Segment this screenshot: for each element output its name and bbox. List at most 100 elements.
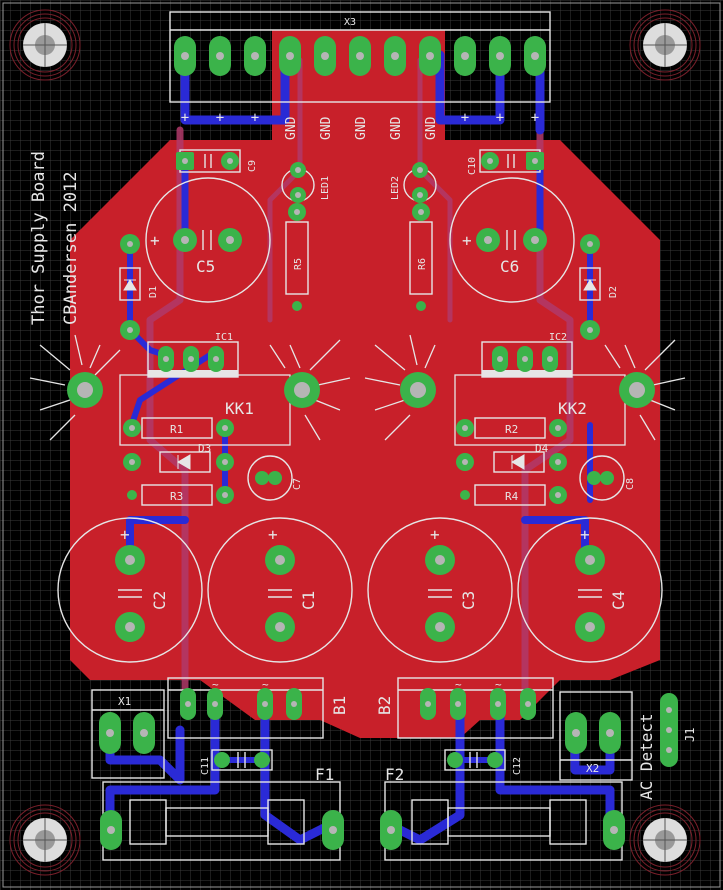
svg-text:IC1: IC1 [215, 332, 233, 343]
capacitor-c12: C12 [444, 749, 523, 775]
svg-text:~: ~ [212, 678, 219, 691]
fuse-f1: F1 [100, 765, 344, 861]
svg-text:F1: F1 [315, 765, 334, 784]
svg-text:+: + [120, 525, 130, 544]
connector-x1: X1 [91, 689, 165, 779]
svg-text:C1: C1 [299, 591, 318, 610]
svg-text:+: + [462, 231, 472, 250]
svg-text:GND: GND [424, 116, 439, 140]
svg-text:GND: GND [389, 116, 404, 140]
svg-text:C10: C10 [467, 157, 478, 175]
label-x3: X3 [344, 17, 356, 28]
svg-text:+: + [268, 525, 278, 544]
resistor-r2: R2 [456, 417, 567, 439]
gnd-labels: GND GND GND GND GND [284, 116, 439, 140]
copper-pour [70, 30, 660, 738]
svg-text:~: ~ [262, 678, 269, 691]
led1: LED1 [281, 162, 331, 203]
svg-text:+: + [181, 110, 189, 126]
fuse-f2: F2 [380, 765, 625, 861]
svg-text:R5: R5 [293, 258, 304, 270]
resistor-r6: R6 [409, 203, 433, 311]
svg-text:C9: C9 [247, 160, 258, 172]
mounting-hole-top-left [9, 9, 81, 81]
resistor-r3: R3 [127, 484, 234, 506]
regulator-ic2: IC2 [481, 332, 573, 378]
svg-text:IC2: IC2 [549, 332, 567, 343]
svg-text:LED2: LED2 [390, 176, 401, 200]
plus-markers: + + + + + + [181, 110, 539, 126]
label-ac-detect: AC Detect [637, 713, 656, 800]
svg-text:KK1: KK1 [225, 399, 254, 418]
heatsink-kk2: KK2 [364, 334, 686, 446]
connector-x2: X2 [559, 691, 633, 781]
led2: LED2 [390, 162, 437, 203]
svg-text:GND: GND [284, 116, 299, 140]
svg-text:+: + [461, 110, 469, 126]
diode-d3: D3 [123, 442, 234, 473]
mounting-holes [9, 9, 701, 876]
svg-text:C11: C11 [200, 757, 211, 775]
resistor-r1: R1 [123, 417, 234, 439]
svg-text:GND: GND [319, 116, 334, 140]
svg-text:C5: C5 [196, 257, 215, 276]
svg-text:C7: C7 [292, 478, 303, 490]
svg-text:C12: C12 [512, 757, 523, 775]
svg-text:X1: X1 [118, 695, 131, 708]
svg-text:+: + [216, 110, 224, 126]
capacitor-c3: + C3 [367, 517, 513, 663]
capacitor-c5: + C5 [145, 177, 271, 303]
x3-pins [174, 36, 546, 76]
diode-d4: D4 [456, 442, 567, 473]
jumper-j1: J1 [660, 693, 697, 767]
mounting-hole-top-right [629, 9, 701, 81]
diode-d1: D1 [119, 234, 159, 340]
capacitor-c6: + C6 [449, 177, 575, 303]
svg-text:J1: J1 [683, 728, 697, 742]
bridge-b2: ~ ~ B2 [375, 677, 554, 739]
bottom-traces [146, 57, 574, 704]
svg-text:LED1: LED1 [320, 176, 331, 200]
svg-text:C3: C3 [459, 591, 478, 610]
capacitor-c10: C10 [467, 149, 544, 175]
connector-x3: X3 [169, 11, 551, 103]
svg-text:B2: B2 [375, 696, 394, 715]
svg-text:+: + [531, 110, 539, 126]
resistor-r5: R5 [285, 203, 309, 311]
svg-text:D1: D1 [148, 286, 159, 298]
board-title: Thor Supply Board [29, 151, 49, 325]
svg-text:C2: C2 [150, 591, 169, 610]
svg-text:~: ~ [495, 678, 502, 691]
svg-text:R2: R2 [505, 423, 518, 436]
svg-text:C4: C4 [609, 591, 628, 610]
svg-text:~: ~ [455, 678, 462, 691]
regulator-ic1: IC1 [147, 332, 239, 378]
mounting-hole-bottom-left [9, 804, 81, 876]
capacitor-c4: + C4 [517, 517, 663, 663]
svg-text:R1: R1 [170, 423, 183, 436]
svg-text:+: + [580, 525, 590, 544]
svg-text:+: + [150, 231, 160, 250]
capacitor-c8: C8 [579, 455, 636, 501]
diode-d2: D2 [579, 234, 619, 340]
capacitor-c1: + C1 [207, 517, 353, 663]
svg-text:+: + [251, 110, 259, 126]
capacitor-c9: C9 [176, 149, 258, 173]
svg-text:+: + [430, 525, 440, 544]
svg-text:D4: D4 [535, 442, 549, 455]
bridge-b1: ~ ~ B1 [167, 677, 349, 739]
capacitor-c2: + C2 [57, 517, 203, 663]
svg-text:GND: GND [354, 116, 369, 140]
board-author: CBAndersen 2012 [61, 171, 81, 325]
resistor-r4: R4 [460, 484, 567, 506]
svg-text:+: + [496, 110, 504, 126]
heatsink-kk1: KK1 [29, 334, 351, 446]
mounting-hole-bottom-right [629, 804, 701, 876]
svg-text:R6: R6 [417, 258, 428, 270]
svg-text:C8: C8 [625, 478, 636, 490]
svg-text:B1: B1 [330, 696, 349, 715]
svg-text:R4: R4 [505, 490, 519, 503]
svg-text:D3: D3 [198, 442, 211, 455]
